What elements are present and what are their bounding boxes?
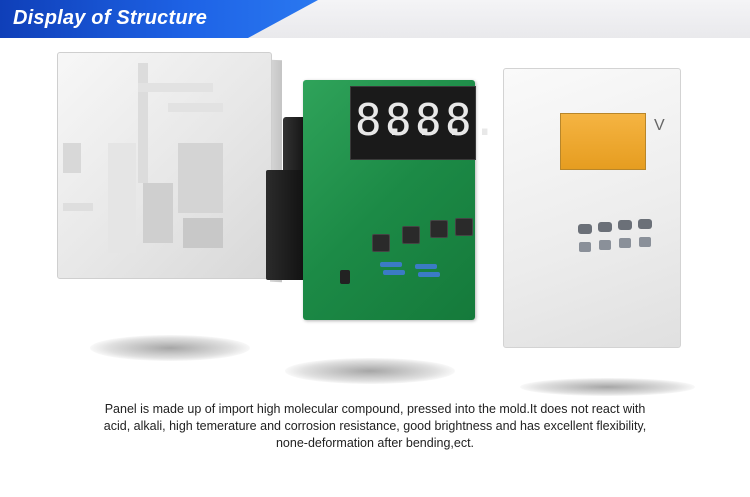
lcd-window xyxy=(560,113,646,170)
panel-arrow-key xyxy=(619,238,631,248)
product-photo: 8. 8. 8. 8. V xyxy=(0,38,750,398)
panel-key xyxy=(618,220,632,230)
pcb-button xyxy=(455,218,473,236)
display-digit: 8. xyxy=(445,95,498,146)
housing-shadow xyxy=(90,335,250,361)
display-digit: 8. xyxy=(355,95,408,146)
panel-shadow xyxy=(520,378,695,396)
page-title: Display of Structure xyxy=(13,7,208,29)
resistor xyxy=(418,272,440,277)
resistor xyxy=(383,270,405,275)
pcb-bracket xyxy=(266,170,306,280)
panel-arrow-key xyxy=(599,240,611,250)
front-panel xyxy=(503,68,681,348)
display-digit: 8. xyxy=(385,95,438,146)
panel-key xyxy=(598,222,612,232)
product-description: Panel is made up of import high molecula… xyxy=(103,402,647,450)
panel-key xyxy=(638,219,652,229)
panel-arrow-key xyxy=(639,237,651,247)
display-digit: 8. xyxy=(415,95,468,146)
led-display-module: 8. 8. 8. 8. xyxy=(350,86,498,160)
pcb-shadow xyxy=(285,358,455,384)
pcb-button xyxy=(402,226,420,244)
pcb-button xyxy=(372,234,390,252)
plastic-housing xyxy=(57,52,272,279)
pcb-button xyxy=(430,220,448,238)
resistor xyxy=(415,264,437,269)
component-chip xyxy=(340,270,350,284)
panel-arrow-key xyxy=(579,242,591,252)
unit-label: V xyxy=(654,117,665,134)
housing-ribs xyxy=(63,63,223,253)
resistor xyxy=(380,262,402,267)
panel-key xyxy=(578,224,592,234)
